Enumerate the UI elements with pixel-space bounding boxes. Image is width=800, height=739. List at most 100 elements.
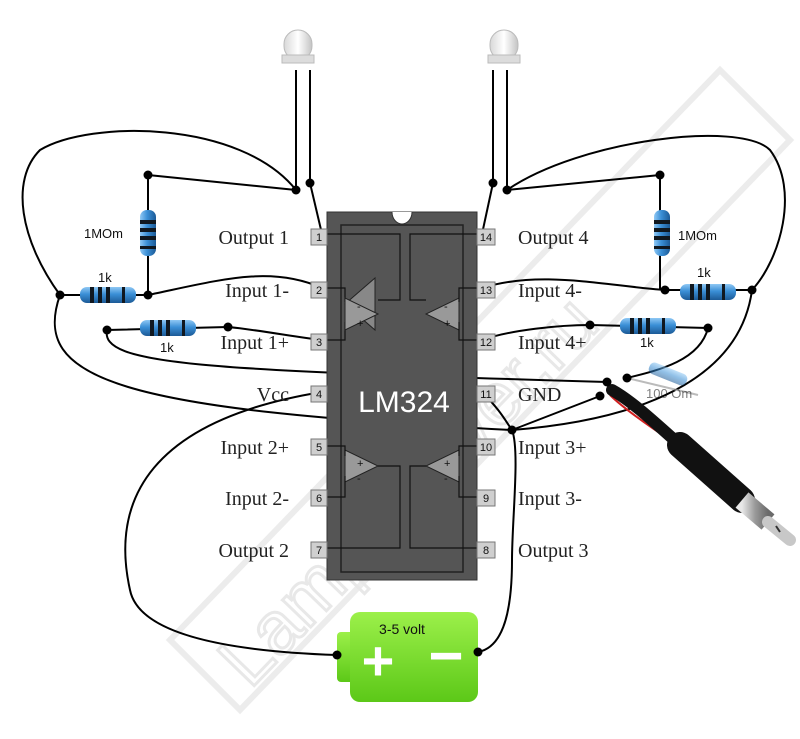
resistor-feedback-left-label: 1MOm bbox=[84, 226, 123, 241]
pin-box-right bbox=[476, 333, 496, 351]
opamp-1-plus-sign: + bbox=[357, 318, 363, 330]
chip-body bbox=[326, 211, 478, 581]
resistor-feedback-right-label: 1MOm bbox=[678, 228, 717, 243]
resistor-input-left-minus-label: 1k bbox=[98, 270, 112, 285]
junction-dot bbox=[55, 290, 65, 300]
pin-label: Input 3- bbox=[518, 488, 582, 510]
opamp-2-minus-sign: - bbox=[357, 473, 361, 485]
opamp-4-plus-sign: + bbox=[444, 318, 450, 330]
pin-label: Output 2 bbox=[218, 540, 289, 562]
junction-dot bbox=[291, 185, 301, 195]
resistor-feedback-right: 1MOm bbox=[654, 210, 717, 256]
junction-dot bbox=[660, 285, 670, 295]
resistor-input-left-plus-label: 1k bbox=[160, 340, 174, 355]
pin-label: Output 1 bbox=[218, 227, 289, 249]
pin-label: GND bbox=[518, 384, 561, 406]
pin-label: Input 3+ bbox=[518, 437, 587, 459]
pin-box-left bbox=[310, 489, 328, 507]
resistor-input-right-plus: 1k bbox=[620, 318, 676, 350]
pin-number: 1 bbox=[316, 232, 322, 244]
pin-label: Input 4- bbox=[518, 280, 582, 302]
opamp-3-plus-sign: + bbox=[444, 458, 450, 470]
opamp-1-triangle bbox=[344, 297, 380, 331]
junction-dot bbox=[585, 320, 595, 330]
pin-label: Input 2+ bbox=[221, 437, 290, 459]
junction-dot bbox=[223, 322, 233, 332]
pins-left: 1 Output 1 2 Input 1- 3 Input 1+ 4 Vcc 5 Input 2+… bbox=[218, 227, 328, 562]
pin-box-left bbox=[310, 333, 328, 351]
resistor-input-left-minus: 1k bbox=[80, 270, 136, 303]
battery-minus-sign: − bbox=[428, 622, 463, 689]
junction-dots bbox=[55, 170, 757, 660]
pin-label: Output 4 bbox=[518, 227, 589, 249]
junction-dot bbox=[473, 647, 483, 657]
pin-box-left bbox=[310, 228, 328, 246]
resistor-input-right-plus-label: 1k bbox=[640, 335, 654, 350]
opamp-1-minus-sign: - bbox=[357, 301, 361, 313]
pin-number: 10 bbox=[480, 442, 492, 454]
opamp-3-triangle bbox=[424, 449, 460, 483]
junction-dot bbox=[655, 170, 665, 180]
led-left bbox=[281, 29, 315, 64]
lm324-chip: - + - + + - + - LM324 bbox=[326, 211, 478, 581]
junction-dot bbox=[488, 178, 498, 188]
junction-dot bbox=[502, 185, 512, 195]
audio-jack bbox=[606, 384, 796, 546]
junction-dot bbox=[143, 170, 153, 180]
pin-box-left bbox=[310, 385, 328, 403]
junction-dot bbox=[622, 373, 632, 383]
pin-number: 7 bbox=[316, 545, 322, 557]
pin-number: 6 bbox=[316, 493, 322, 505]
pin-number: 4 bbox=[316, 389, 322, 401]
pin-label: Input 4+ bbox=[518, 332, 587, 354]
opamp-3-minus-sign: - bbox=[444, 473, 448, 485]
resistor-input-right-minus-label: 1k bbox=[697, 265, 711, 280]
junction-dot bbox=[332, 650, 342, 660]
junction-dot bbox=[305, 178, 315, 188]
pin-number: 8 bbox=[483, 545, 489, 557]
pin-number: 11 bbox=[480, 389, 491, 401]
pin-box-left bbox=[310, 281, 328, 299]
battery-plus-sign: + bbox=[362, 629, 395, 692]
opamp-4-minus-sign: - bbox=[444, 301, 448, 313]
battery: 3-5 volt + − bbox=[337, 612, 478, 702]
junction-dot bbox=[595, 391, 605, 401]
resistor-feedback-left: 1MOm bbox=[84, 210, 156, 256]
pin-box-right bbox=[476, 228, 496, 246]
pin-box-left bbox=[310, 541, 328, 559]
resistor-audio-label: 100 Om bbox=[646, 386, 692, 401]
pin-box-right bbox=[476, 438, 496, 456]
resistor-input-right-minus: 1k bbox=[680, 265, 736, 300]
pin-number: 3 bbox=[316, 337, 322, 349]
led-right bbox=[487, 29, 521, 64]
chip-name: LM324 bbox=[358, 386, 450, 419]
pin-label: Vcc bbox=[257, 384, 289, 406]
junction-dot bbox=[143, 290, 153, 300]
junction-dot bbox=[602, 377, 612, 387]
opamp-4-triangle bbox=[424, 297, 460, 331]
junction-dot bbox=[507, 425, 517, 435]
pin-number: 13 bbox=[480, 285, 492, 297]
pin-number: 9 bbox=[483, 493, 489, 505]
battery-body bbox=[350, 612, 478, 702]
junction-dot bbox=[747, 285, 757, 295]
wires bbox=[21, 70, 786, 656]
pin-label: Input 1- bbox=[225, 280, 289, 302]
opamp-2-triangle bbox=[344, 449, 380, 483]
opamp-2-plus-sign: + bbox=[357, 458, 363, 470]
pin-label: Input 1+ bbox=[221, 332, 290, 354]
pin-box-right bbox=[476, 489, 496, 507]
resistor-input-left-plus: 1k bbox=[140, 320, 196, 355]
pin-number: 5 bbox=[316, 442, 322, 454]
battery-label: 3-5 volt bbox=[379, 621, 425, 637]
pin-number: 2 bbox=[316, 285, 322, 297]
junction-dot bbox=[703, 323, 713, 333]
pin-box-left bbox=[310, 438, 328, 456]
pin-box-right bbox=[476, 385, 496, 403]
pin-number: 14 bbox=[480, 232, 492, 244]
resistor-audio: 100 Om bbox=[646, 362, 692, 401]
pin-label: Input 2- bbox=[225, 488, 289, 510]
